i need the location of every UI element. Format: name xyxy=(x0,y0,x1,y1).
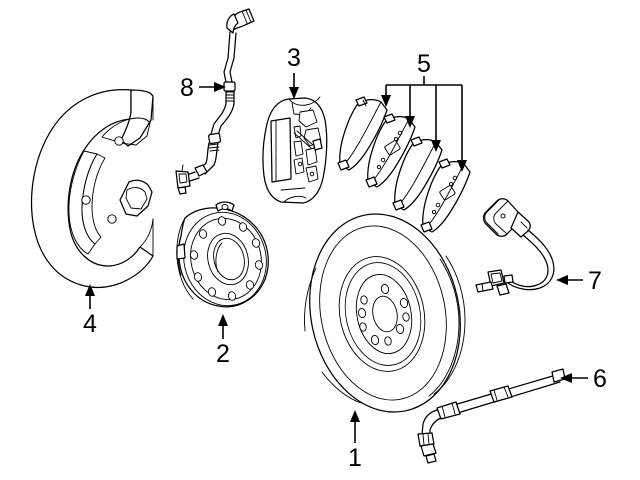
callout-8: 8 xyxy=(180,74,226,102)
callout-4: 4 xyxy=(83,284,97,338)
callout-2-arrowhead xyxy=(218,314,228,326)
callout-6-arrowhead xyxy=(560,373,572,383)
part-brake-splash-shield xyxy=(30,89,154,289)
part-brake-rotor-disc xyxy=(304,213,466,413)
callout-1-label: 1 xyxy=(348,444,362,472)
callout-2-label: 2 xyxy=(216,340,230,368)
callout-5-label: 5 xyxy=(417,50,431,78)
callout-5-arrowhead-1 xyxy=(381,95,391,107)
brake-pad-2 xyxy=(365,113,416,188)
callout-1-arrowhead xyxy=(350,410,360,422)
part-brake-hydraulic-hose xyxy=(417,368,566,464)
callout-5-arrowhead-4 xyxy=(457,160,467,172)
callout-3-arrowhead xyxy=(289,87,299,99)
callout-8-label: 8 xyxy=(180,74,194,102)
callout-7: 7 xyxy=(556,267,602,295)
callout-7-arrowhead xyxy=(556,275,568,285)
callout-7-label: 7 xyxy=(588,267,602,295)
callout-2: 2 xyxy=(216,314,230,368)
callout-8-arrowhead xyxy=(214,82,226,92)
callout-3-label: 3 xyxy=(287,44,301,72)
callout-6-label: 6 xyxy=(593,365,607,393)
part-brake-caliper xyxy=(262,96,328,204)
callout-4-label: 4 xyxy=(83,310,97,338)
callout-3: 3 xyxy=(287,44,301,99)
part-brake-pad-wear-sensor xyxy=(175,8,255,195)
part-brake-pad-set xyxy=(337,96,471,233)
part-abs-wheel-speed-sensor xyxy=(475,198,555,296)
brake-pad-1 xyxy=(337,96,388,171)
callout-6: 6 xyxy=(560,365,607,393)
part-wheel-hub-bearing xyxy=(176,201,269,308)
callout-1: 1 xyxy=(348,410,362,472)
callout-5: 5 xyxy=(381,50,467,172)
callout-4-arrowhead xyxy=(85,284,95,296)
callout-5-arrowhead-2 xyxy=(405,116,415,128)
callout-5-arrowhead-3 xyxy=(431,140,441,152)
